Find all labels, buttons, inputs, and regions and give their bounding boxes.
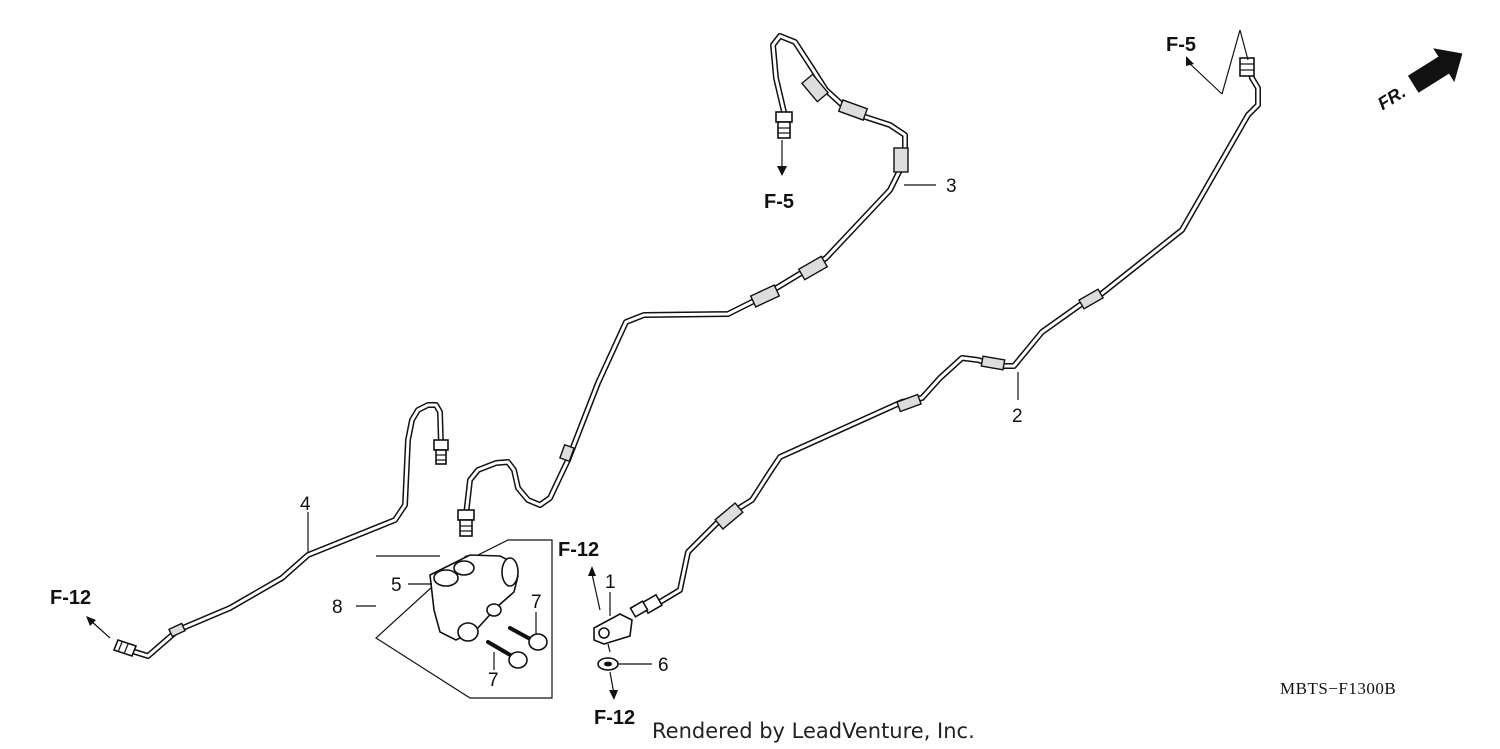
brake-pipe-2	[629, 57, 1261, 618]
ref-f12-center-upper: F-12	[558, 539, 599, 561]
ref-f5-mid: F-5	[764, 191, 794, 213]
valve-assembly-8	[375, 539, 553, 699]
callout-8: 8	[332, 597, 343, 618]
diagram-code: MBTS−F1300B	[1280, 679, 1396, 698]
callout-4: 4	[300, 494, 311, 515]
callout-3: 3	[946, 176, 957, 197]
front-direction-arrow: FR.	[1374, 48, 1463, 114]
brake-pipe-4	[112, 402, 449, 659]
callout-1: 1	[605, 572, 616, 593]
credit-text: Rendered by LeadVenture, Inc.	[652, 719, 975, 743]
callout-7-upper: 7	[531, 592, 542, 613]
callout-7-lower: 7	[488, 670, 499, 691]
ref-f12-center-lower: F-12	[594, 707, 635, 729]
callout-6: 6	[658, 655, 669, 676]
ref-f12-left: F-12	[50, 587, 91, 609]
callout-2: 2	[1012, 406, 1023, 427]
joint-bolt-1	[593, 613, 633, 653]
ref-f5-top-right: F-5	[1166, 34, 1196, 56]
bolt-7-a	[508, 626, 548, 651]
sealing-washer-6	[597, 657, 619, 671]
callout-5: 5	[391, 575, 402, 596]
reference-arrows	[86, 56, 1194, 700]
leader-lines	[307, 29, 1249, 670]
brake-pipe-3	[457, 33, 909, 537]
bolt-7-b	[486, 640, 528, 669]
front-direction-label: FR.	[1374, 82, 1409, 114]
